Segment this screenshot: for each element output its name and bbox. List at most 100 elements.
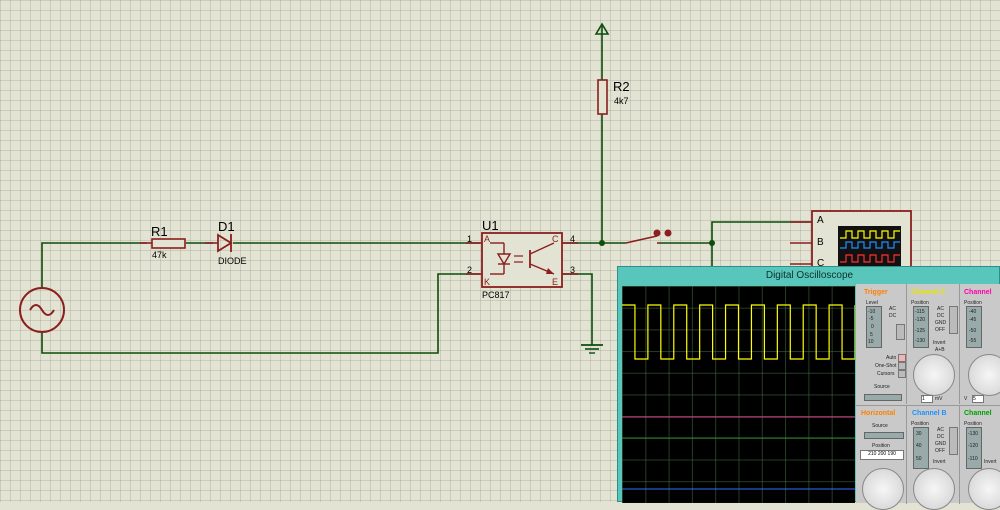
trigger-tick: 10 [868, 339, 874, 345]
channel-a-trace [622, 304, 855, 360]
channel-c-title: Channel [964, 410, 992, 417]
trigger-tick: 0 [871, 324, 874, 330]
channel-a-gnd-label: GND [935, 320, 947, 326]
trigger-auto-label: Auto [886, 355, 897, 361]
channel-d-tick: -45 [969, 317, 977, 323]
trigger-edge-switch[interactable] [896, 324, 905, 340]
channel-d-position-label: Position [964, 300, 982, 306]
scope-input-a-label: A [817, 215, 824, 226]
horizontal-source-label: Source [872, 423, 888, 429]
d1-value: DIODE [218, 256, 247, 266]
pin-4-label: 4 [570, 234, 576, 244]
channel-c-tick: -120 [968, 443, 979, 449]
channel-d-section: Channel Position -40 -45 -50 -55 5 V [960, 284, 1000, 404]
channel-d-title: Channel [964, 289, 992, 296]
channel-a-tick: -125 [915, 328, 926, 334]
resistor-r2[interactable] [597, 79, 608, 115]
switch[interactable] [625, 229, 672, 244]
channel-d-unit: V [964, 396, 968, 402]
channel-a-off-label: OFF [935, 327, 945, 333]
u1-value: PC817 [482, 290, 510, 300]
channel-d-tick: -50 [969, 328, 977, 334]
channel-b-position-label: Position [911, 421, 929, 427]
channel-a-coupling-switch[interactable] [949, 306, 958, 334]
channel-b-dc-label: DC [937, 434, 945, 440]
channel-b-title: Channel B [912, 410, 947, 417]
channel-a-ac-label: AC [937, 306, 944, 312]
channel-a-position-slider[interactable] [913, 306, 929, 348]
channel-a-section: Channel A Position -115 -120 -125 -130 A… [907, 284, 960, 404]
channel-a-apb-label: A+B [935, 347, 945, 353]
pin-k-label: K [484, 277, 491, 287]
scope-control-panel: Trigger Level -10 -5 0 5 10 AC DC Auto O… [856, 284, 1000, 510]
trigger-cursors-label: Cursors [877, 371, 895, 377]
channel-b-tick: 40 [916, 443, 922, 449]
channel-c-section: Channel Position -130 -120 -110 Invert [960, 405, 1000, 510]
channel-a-invert-label: Invert [933, 340, 946, 346]
trigger-tick: 5 [870, 332, 873, 338]
channel-b-ac-label: AC [937, 427, 944, 433]
channel-a-knob-value: 1 [921, 395, 933, 403]
horizontal-title: Horizontal [861, 410, 896, 417]
power-terminal[interactable] [594, 22, 610, 38]
pin-e-label: E [552, 277, 559, 287]
oscilloscope-title[interactable]: Digital Oscilloscope [765, 270, 854, 281]
diode-d1[interactable] [205, 233, 233, 253]
trigger-level-slider[interactable] [866, 306, 882, 348]
trigger-source-label: Source [874, 384, 890, 390]
cursors-button[interactable] [898, 370, 906, 378]
resistor-r1[interactable] [140, 238, 186, 249]
trigger-level-label: Level [866, 300, 878, 306]
scope-input-b-label: B [817, 237, 824, 248]
scope-traces [622, 304, 855, 490]
channel-b-tick: 50 [916, 456, 922, 462]
trigger-one-shot-label: One-Shot [875, 363, 897, 369]
channel-c-position-slider[interactable] [966, 427, 982, 469]
channel-b-coupling-switch[interactable] [949, 427, 958, 455]
channel-d-tick: -40 [969, 309, 977, 315]
horizontal-position-value[interactable]: 210 200 190 [860, 450, 904, 460]
channel-b-position-slider[interactable] [913, 427, 929, 469]
oscilloscope-window[interactable]: Digital Oscilloscope Trigger Level -10 -… [617, 266, 1000, 510]
d1-reference: D1 [218, 219, 235, 234]
channel-a-position-label: Position [911, 300, 929, 306]
trigger-ac-label: AC [889, 306, 896, 312]
trigger-tick: -10 [868, 309, 876, 315]
channel-d-position-slider[interactable] [966, 306, 982, 348]
pin-a-label: A [484, 234, 491, 244]
u1-reference: U1 [482, 218, 499, 233]
r2-reference: R2 [613, 79, 630, 94]
channel-c-position-label: Position [964, 421, 982, 427]
trigger-source-slider[interactable] [864, 394, 902, 401]
channel-d-tick: -55 [969, 338, 977, 344]
trigger-section: Trigger Level -10 -5 0 5 10 AC DC Auto O… [856, 284, 907, 404]
scope-input-c-label: C [817, 258, 825, 269]
pin-3-label: 3 [570, 265, 576, 275]
pin-2-label: 2 [467, 265, 473, 275]
horizontal-section: Horizontal Source Position 210 200 190 [856, 405, 907, 510]
ac-source[interactable] [19, 287, 65, 333]
channel-b-invert-label: Invert [933, 459, 946, 465]
channel-a-unit: mV [935, 396, 943, 402]
channel-c-volts-knob[interactable] [968, 468, 1000, 510]
channel-a-volts-knob[interactable] [913, 354, 955, 396]
oscilloscope-symbol[interactable] [790, 210, 912, 272]
channel-b-section: Channel B Position 30 40 50 AC DC GND OF… [907, 405, 960, 510]
auto-button[interactable] [898, 354, 906, 362]
r2-value: 4k7 [614, 96, 629, 106]
timebase-knob[interactable] [862, 468, 904, 510]
channel-c-tick: -130 [968, 431, 979, 437]
channel-a-tick: -120 [915, 317, 926, 323]
scope-display [622, 286, 855, 503]
ground-terminal[interactable] [581, 344, 603, 354]
one-shot-button[interactable] [898, 362, 906, 370]
pin-1-label: 1 [467, 234, 473, 244]
horizontal-source-slider[interactable] [864, 432, 904, 439]
junction-dot [599, 240, 605, 246]
channel-d-volts-knob[interactable] [968, 354, 1000, 396]
optocoupler-u1[interactable] [466, 232, 578, 288]
trigger-dc-label: DC [889, 313, 897, 319]
channel-b-volts-knob[interactable] [913, 468, 955, 510]
